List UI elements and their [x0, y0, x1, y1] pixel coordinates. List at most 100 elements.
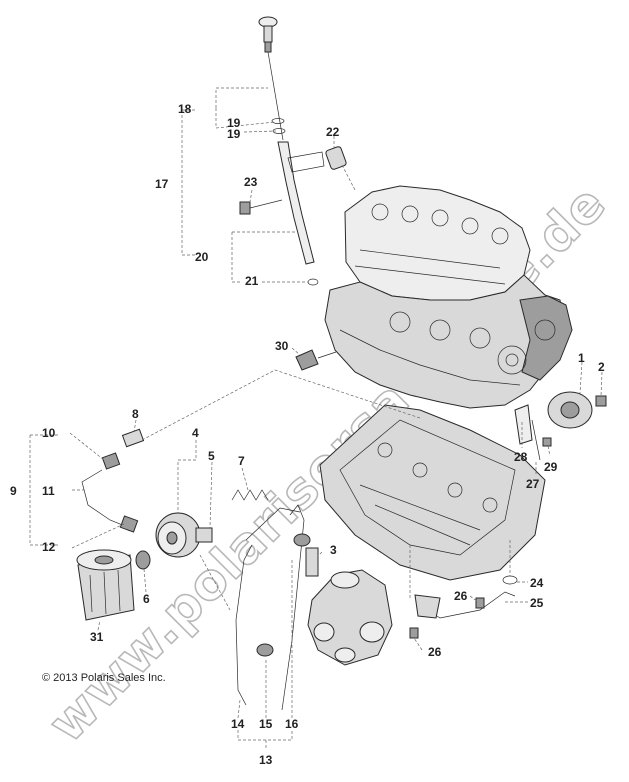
leader-31 [97, 619, 101, 631]
oil-pan-body [319, 404, 546, 581]
callouts: 18 19 19 17 22 23 20 21 30 1 2 8 10 4 5 … [10, 102, 605, 767]
block-bore-2 [429, 319, 451, 341]
leader-19b [243, 130, 277, 133]
tube-bracket [287, 151, 325, 173]
leader-22b [341, 164, 356, 191]
callout-14: 14 [231, 717, 245, 731]
callout-28: 28 [514, 450, 528, 464]
callout-19-upper: 19 [227, 116, 241, 130]
oil-line [409, 591, 516, 639]
pan-hole-3 [447, 482, 463, 498]
callout-30: 30 [275, 339, 289, 353]
sensor-body [295, 349, 319, 371]
leader-12 [71, 523, 125, 549]
leader-26a [469, 595, 479, 603]
thermostat-port-3 [313, 622, 335, 642]
callout-8: 8 [132, 407, 139, 421]
adapter-8 [121, 428, 145, 448]
fitting-26a [475, 597, 485, 609]
leader-29 [547, 445, 551, 457]
callout-11: 11 [42, 484, 55, 498]
leader-26b [413, 637, 423, 651]
dipstick-cap [263, 25, 273, 43]
filter-rib-3 [117, 569, 121, 612]
leader-5 [209, 461, 213, 529]
dipstick-assembly [239, 16, 347, 286]
copyright-notice: © 2013 Polaris Sales Inc. [42, 672, 166, 684]
cover-boss [534, 319, 556, 341]
leader-2 [600, 371, 603, 397]
pan-rib-1 [359, 484, 481, 531]
callout-5: 5 [208, 449, 215, 463]
spacer-22 [325, 146, 347, 170]
sensor-lead [317, 351, 337, 359]
callout-10: 10 [42, 426, 56, 440]
callout-3: 3 [330, 543, 337, 557]
dipstick-tube [277, 141, 315, 265]
leader-lines [29, 87, 603, 750]
pan-hole-2 [412, 462, 428, 478]
fitting-3 [305, 547, 319, 577]
callout-18: 18 [178, 102, 192, 116]
gasket-28 [514, 404, 533, 445]
o-ring-upper [271, 118, 285, 124]
engine-block [324, 185, 573, 409]
callout-29: 29 [544, 460, 558, 474]
pan-hole-4 [482, 497, 498, 513]
callout-12: 12 [42, 540, 56, 554]
dipstick-collar [264, 41, 272, 53]
callout-4: 4 [192, 426, 199, 440]
callout-17: 17 [155, 177, 169, 191]
hose-clamp-upper [293, 533, 311, 547]
oil-filter-port [94, 555, 114, 565]
thermostat-port-1 [330, 571, 360, 589]
leader-14 [237, 699, 241, 719]
callout-6: 6 [143, 592, 150, 606]
leader-oil-gallery [141, 369, 421, 441]
callout-7: 7 [238, 454, 245, 468]
callout-13: 13 [259, 753, 273, 767]
filter-housing-center [166, 531, 178, 545]
callout-19-lower: 19 [227, 127, 241, 141]
leader-18 [215, 87, 268, 108]
dipstick-rod [267, 51, 284, 141]
thermostat-port-2 [359, 621, 385, 643]
head-port-4 [461, 217, 479, 235]
leader-30 [291, 347, 301, 356]
oil-pan-flange [339, 419, 516, 556]
oil-filter-group [76, 428, 269, 621]
coolant-hose-outer [245, 507, 301, 541]
water-pump [502, 391, 607, 585]
callout-15: 15 [259, 717, 273, 731]
cylinder-head [344, 185, 531, 301]
leader-6 [143, 568, 147, 593]
callout-23: 23 [244, 175, 258, 189]
callout-25: 25 [530, 596, 544, 610]
timing-cover [519, 295, 573, 381]
block-bore-3 [469, 327, 491, 349]
callout-2: 2 [598, 360, 605, 374]
coolant-group [235, 504, 393, 711]
head-port-1 [371, 203, 389, 221]
oil-pan [319, 404, 546, 581]
oil-line-11 [81, 469, 131, 529]
bolt-2 [595, 395, 607, 407]
head-line-2 [354, 265, 506, 285]
washer-24 [502, 575, 518, 585]
bracket-26 [414, 594, 441, 619]
water-pump-hub [560, 401, 580, 419]
thermostat-port-4 [334, 647, 356, 663]
bolt-23-head [239, 201, 251, 215]
head-line-1 [359, 249, 501, 269]
leader-3 [317, 551, 323, 557]
callout-1: 1 [578, 351, 585, 365]
leader-housing-mount [199, 554, 231, 611]
bolt-23-shank [249, 199, 283, 209]
leader-17 [181, 110, 195, 256]
filter-rib-1 [89, 574, 93, 613]
relief-valve-5 [195, 527, 213, 543]
spring-7 [231, 489, 269, 501]
leader-20-bracket [231, 232, 242, 283]
o-ring-lower [272, 128, 286, 134]
